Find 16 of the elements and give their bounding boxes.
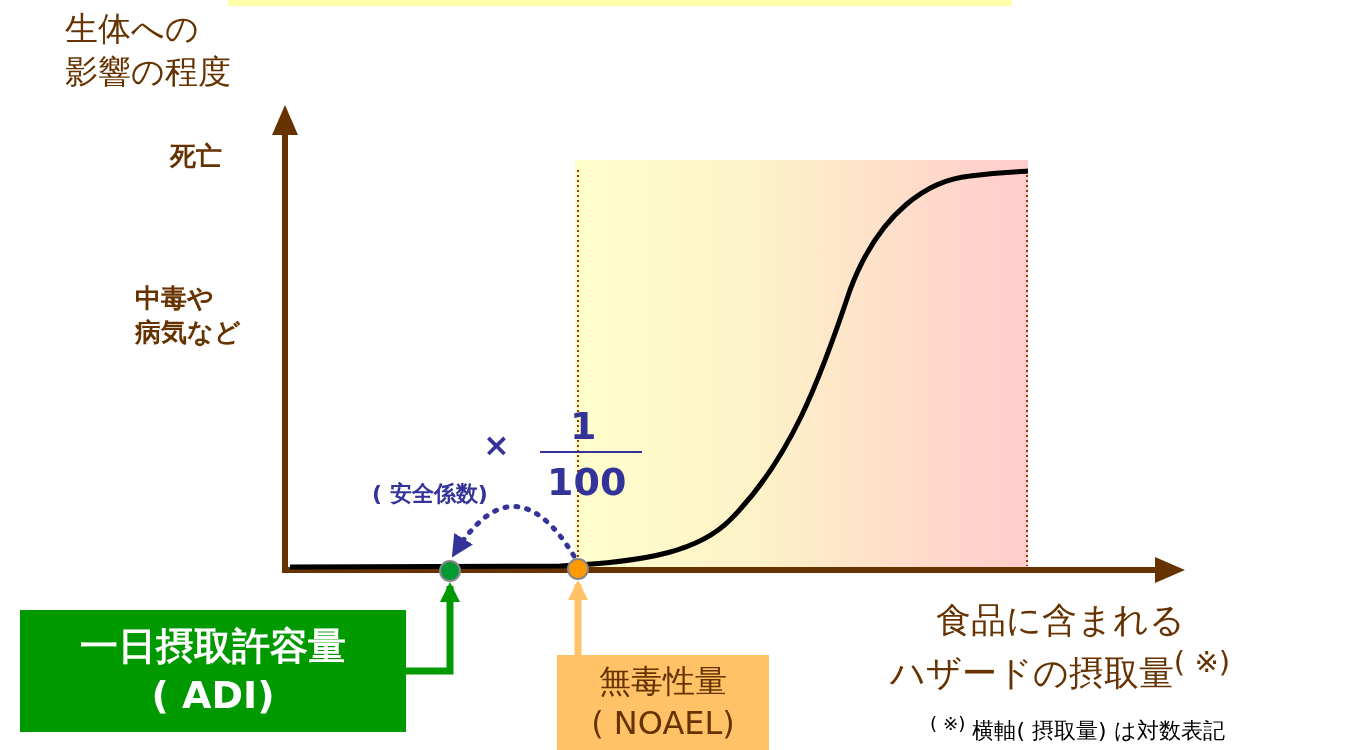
noael-box: 無毒性量( NOAEL) [557, 655, 769, 750]
level-label: 死亡 [170, 140, 223, 173]
intake-point [567, 558, 589, 580]
axis-title: 生体への影響の程度 [65, 8, 232, 93]
numerator: 1 [570, 403, 598, 450]
intake-point [439, 560, 461, 582]
multiply-sign: × [483, 425, 511, 466]
level-label: 中毒や病気など [135, 282, 242, 349]
adi-box: 一日摂取許容量( ADI) [20, 610, 406, 732]
arrow [451, 504, 577, 559]
axis-title: 食品に含まれるハザードの摂取量$^{( ※)}$ [888, 599, 1232, 695]
footnote: $^{( ※)}$ 横軸( 摂取量) は対数表記 [930, 712, 1226, 746]
arrow [568, 580, 588, 655]
arrow [406, 582, 460, 675]
safety-factor-label: ( 安全係数) [372, 480, 489, 508]
denominator: 100 [547, 459, 628, 506]
